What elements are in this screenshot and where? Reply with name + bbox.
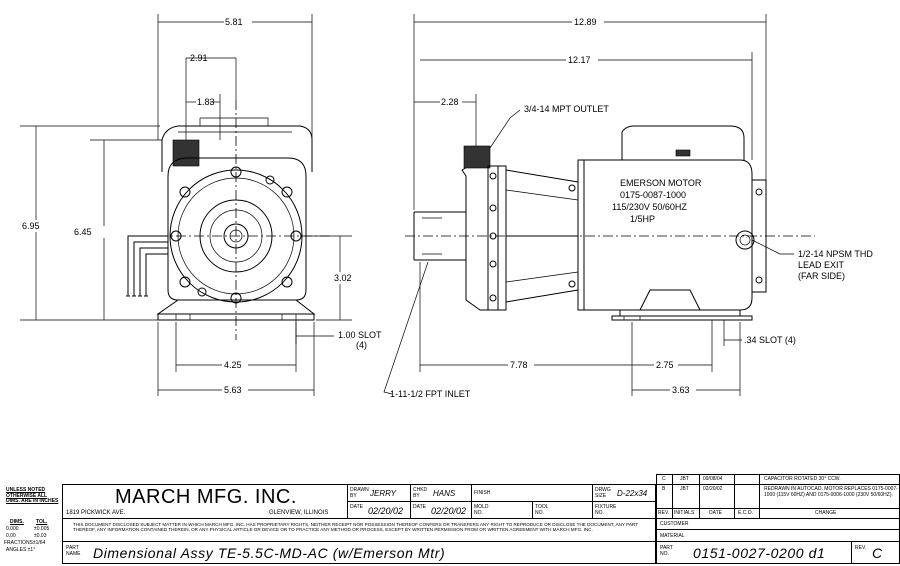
date-chkd: 02/20/02 bbox=[431, 506, 467, 516]
tol-row2-dim: 0.00 bbox=[6, 533, 16, 539]
side-view: EMERSON MOTOR 0175-0087-1000 115/230V 50… bbox=[383, 14, 873, 399]
dim-1-00-slot: 1.00 SLOT bbox=[338, 330, 382, 340]
rev-b-change: REDRAWN IN AUTOCAD. MOTOR REPLACES 0175-… bbox=[759, 484, 900, 509]
dim-2-28: 2.28 bbox=[441, 97, 459, 107]
rev-b-initials: JBT bbox=[672, 484, 700, 509]
fixture-cell: FIXTURE NO. bbox=[592, 501, 656, 519]
company-address: 1819 PICKWICK AVE. bbox=[66, 510, 126, 516]
motor-label-line2: 0175-0087-1000 bbox=[620, 190, 686, 200]
dim-5-63: 5.63 bbox=[224, 385, 242, 395]
dim-12-89: 12.89 bbox=[574, 17, 597, 27]
dim-1-00-slot-qty: (4) bbox=[356, 340, 367, 350]
tol-row1-tol: ±0.005 bbox=[34, 526, 50, 532]
fractions: FRACTIONS±1/64 bbox=[4, 540, 46, 546]
unless-noted: UNLESS NOTED OTHERWISE ALL DIMS. ARE IN … bbox=[6, 487, 59, 504]
part-no-label: PART NO. bbox=[660, 545, 673, 557]
tol-row2-tol: ±0.03 bbox=[34, 533, 47, 539]
part-name: Dimensional Assy TE-5.5C-MD-AC (w/Emerso… bbox=[93, 545, 446, 561]
callout-lead-3: (FAR SIDE) bbox=[798, 271, 845, 281]
chkd-cell: CHKD BY HANS bbox=[410, 484, 472, 502]
drawn-by: JERRY bbox=[370, 489, 396, 498]
dim-7-78: 7.78 bbox=[510, 360, 528, 370]
drawn-label: DRAWN BY bbox=[350, 487, 369, 499]
motor-label-line4: 1/5HP bbox=[630, 214, 655, 224]
dim-2-91: 2.91 bbox=[190, 53, 208, 63]
callout-inlet: 1-11-1/2 FPT INLET bbox=[390, 389, 471, 399]
company-name: MARCH MFG. INC. bbox=[115, 486, 297, 508]
date-chkd-label: DATE bbox=[413, 504, 426, 510]
dim-12-17: 12.17 bbox=[568, 55, 591, 65]
dim-6-45: 6.45 bbox=[74, 227, 92, 237]
dim-5-81: 5.81 bbox=[225, 17, 243, 27]
dim-2-75: 2.75 bbox=[656, 360, 674, 370]
finish-label: FINISH bbox=[474, 490, 491, 496]
fixture-label: FIXTURE NO. bbox=[595, 504, 617, 516]
callout-outlet: 3/4-14 MPT OUTLET bbox=[524, 104, 609, 114]
part-name-cell: PART NAME Dimensional Assy TE-5.5C-MD-AC… bbox=[62, 541, 656, 564]
title-block: UNLESS NOTED OTHERWISE ALL DIMS. ARE IN … bbox=[0, 474, 900, 566]
tool-cell: TOOL NO. bbox=[532, 501, 593, 519]
rev-label: REV. bbox=[855, 545, 867, 551]
mold-cell: MOLD NO. bbox=[471, 501, 533, 519]
dim-3-02: 3.02 bbox=[334, 273, 352, 283]
drwg-size: D-22x34 bbox=[617, 489, 648, 498]
dim-4-25: 4.25 bbox=[224, 360, 242, 370]
dim-1-83: 1.83 bbox=[197, 97, 215, 107]
disclaimer: THIS DOCUMENT DISCLOSED SUBJECT MATTER I… bbox=[73, 522, 638, 533]
date-drawn-label: DATE bbox=[350, 504, 363, 510]
finish-cell: FINISH bbox=[471, 484, 593, 502]
rev-value: C bbox=[872, 545, 883, 561]
engineering-drawing: 5.81 2.91 1.83 6.95 6.45 3.02 1.00 SLOT … bbox=[20, 14, 873, 399]
chkd-label: CHKD BY bbox=[413, 487, 428, 499]
motor-label-line3: 115/230V 50/60HZ bbox=[612, 202, 687, 212]
dim-6-95: 6.95 bbox=[22, 221, 40, 231]
part-no-cell: PART NO. 0151-0027-0200 d1 bbox=[656, 541, 852, 564]
chkd-by: HANS bbox=[433, 489, 456, 498]
front-view: 5.81 2.91 1.83 6.95 6.45 3.02 1.00 SLOT … bbox=[20, 14, 382, 396]
date-drawn: 02/20/02 bbox=[368, 506, 404, 516]
angles: ANGLES ±1° bbox=[6, 547, 36, 553]
company-cell: MARCH MFG. INC. 1819 PICKWICK AVE. GLENV… bbox=[62, 484, 348, 519]
callout-lead-2: LEAD EXIT bbox=[798, 260, 845, 270]
disclaimer-cell: THIS DOCUMENT DISCLOSED SUBJECT MATTER I… bbox=[62, 518, 656, 542]
tool-label: TOOL NO. bbox=[535, 504, 549, 516]
tol-label: TOL. bbox=[36, 519, 48, 525]
drawn-cell: DRAWN BY JERRY bbox=[347, 484, 411, 502]
date-drawn-cell: DATE 02/20/02 bbox=[347, 501, 411, 519]
tolerance-block: UNLESS NOTED OTHERWISE ALL DIMS. ARE IN … bbox=[4, 486, 62, 564]
drwg-label: DRWG SIZE bbox=[595, 487, 611, 499]
dims-label: DIMS. bbox=[10, 519, 24, 525]
drwg-size-cell: DRWG SIZE D-22x34 bbox=[592, 484, 656, 502]
dim-3-63: 3.63 bbox=[672, 385, 690, 395]
mold-label: MOLD NO. bbox=[474, 504, 489, 516]
company-city: GLENVIEW, ILLINOIS bbox=[269, 510, 329, 516]
dim-34-slot: .34 SLOT (4) bbox=[744, 335, 796, 345]
rev-b-date: 02/20/02 bbox=[699, 484, 735, 509]
tol-row1-dim: 0.000 bbox=[6, 526, 19, 532]
motor-label-line1: EMERSON MOTOR bbox=[620, 178, 702, 188]
rev-b-rev: B bbox=[656, 484, 673, 509]
part-no: 0151-0027-0200 d1 bbox=[693, 545, 826, 561]
callout-lead-1: 1/2-14 NPSM THD bbox=[798, 249, 873, 259]
rev-b-eco bbox=[734, 484, 760, 509]
part-name-label: PART NAME bbox=[66, 545, 81, 557]
rev-cell: REV. C bbox=[851, 541, 900, 564]
date-chkd-cell: DATE 02/20/02 bbox=[410, 501, 472, 519]
